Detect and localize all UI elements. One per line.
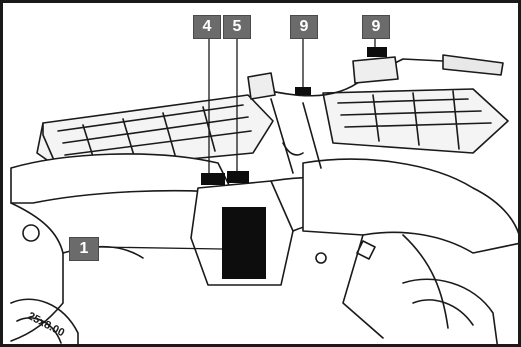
leader-1	[98, 246, 223, 250]
front-rack	[322, 88, 509, 154]
front-wheel	[402, 278, 498, 344]
reflector	[22, 224, 40, 242]
callout-1: 1	[69, 237, 99, 261]
decal-4	[201, 173, 225, 185]
atv-line-drawing: 25x8.00	[10, 37, 518, 344]
decal-9b	[367, 47, 387, 57]
fastener	[315, 252, 327, 264]
callout-9b: 9	[362, 15, 390, 39]
tire-marking: 25x8.00	[26, 310, 67, 339]
decal-9a	[295, 87, 311, 95]
handlebars	[247, 54, 504, 174]
callout-5: 5	[223, 15, 251, 39]
bracket	[356, 240, 376, 260]
callout-9a: 9	[290, 15, 318, 39]
callout-4: 4	[193, 15, 221, 39]
decal-1	[222, 207, 266, 279]
leader-lines	[98, 37, 376, 250]
rear-wheel	[10, 298, 79, 344]
decal-5	[227, 171, 249, 183]
front-fender	[302, 158, 518, 339]
